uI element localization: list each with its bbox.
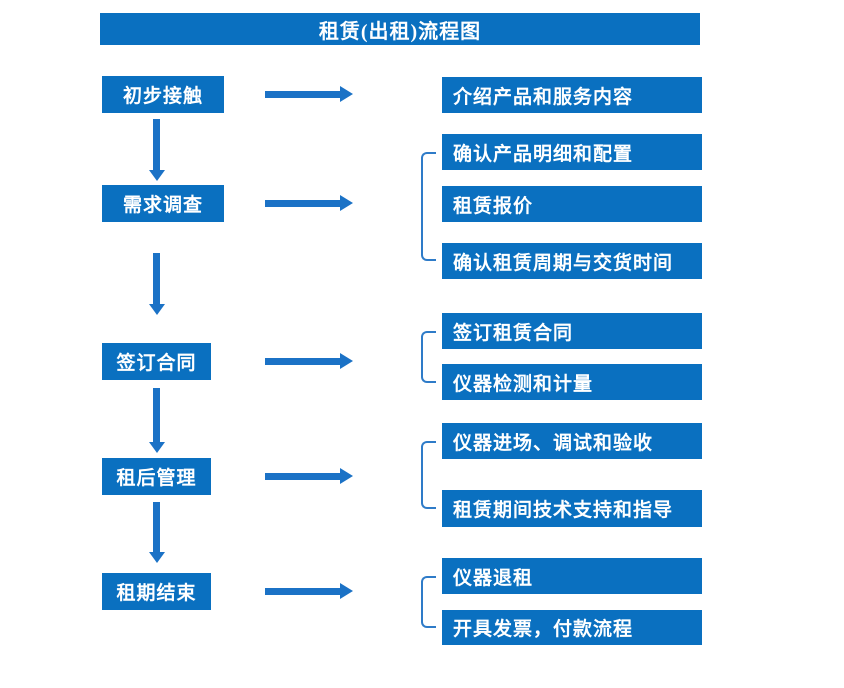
down-arrow-shaft (153, 119, 160, 170)
step-box-lease-end: 租期结束 (102, 573, 211, 610)
right-arrow-head (340, 195, 353, 211)
step-box-initial-contact: 初步接触 (102, 76, 224, 113)
down-arrow-head (149, 552, 165, 563)
detail-box-5-1: 仪器退租 (442, 558, 702, 594)
group-bracket-3 (421, 331, 436, 383)
detail-box-1-1: 介绍产品和服务内容 (442, 77, 702, 113)
down-arrow-4 (149, 502, 165, 563)
down-arrow-head (149, 170, 165, 181)
right-arrow-3 (265, 353, 353, 369)
down-arrow-head (149, 304, 165, 315)
right-arrow-5 (265, 583, 353, 599)
down-arrow-1 (149, 119, 165, 181)
right-arrow-shaft (265, 91, 341, 98)
right-arrow-shaft (265, 588, 341, 595)
right-arrow-1 (265, 86, 353, 102)
down-arrow-head (149, 442, 165, 453)
right-arrow-head (340, 353, 353, 369)
right-arrow-shaft (265, 473, 341, 480)
detail-box-3-1: 签订租赁合同 (442, 313, 702, 349)
group-bracket-4 (421, 441, 436, 509)
step-box-demand-survey: 需求调查 (102, 185, 224, 222)
detail-box-2-3: 确认租赁周期与交货时间 (442, 243, 702, 279)
down-arrow-shaft (153, 253, 160, 304)
step-box-sign-contract: 签订合同 (102, 343, 211, 380)
right-arrow-shaft (265, 358, 341, 365)
right-arrow-head (340, 583, 353, 599)
detail-box-4-2: 租赁期间技术支持和指导 (442, 490, 702, 527)
detail-box-5-2: 开具发票，付款流程 (442, 610, 702, 645)
group-bracket-2 (421, 152, 436, 261)
step-box-post-rental-management: 租后管理 (102, 458, 211, 495)
detail-box-4-1: 仪器进场、调试和验收 (442, 423, 702, 459)
right-arrow-2 (265, 195, 353, 211)
detail-box-3-2: 仪器检测和计量 (442, 364, 702, 400)
down-arrow-2 (149, 253, 165, 315)
right-arrow-shaft (265, 200, 341, 207)
down-arrow-shaft (153, 388, 160, 442)
right-arrow-head (340, 468, 353, 484)
down-arrow-shaft (153, 502, 160, 552)
right-arrow-4 (265, 468, 353, 484)
down-arrow-3 (149, 388, 165, 453)
detail-box-2-2: 租赁报价 (442, 186, 702, 222)
right-arrow-head (340, 86, 353, 102)
detail-box-2-1: 确认产品明细和配置 (442, 134, 702, 170)
page-title: 租赁(出租)流程图 (318, 20, 482, 43)
title-bar: 租赁(出租)流程图 (100, 13, 700, 45)
group-bracket-5 (421, 576, 436, 628)
